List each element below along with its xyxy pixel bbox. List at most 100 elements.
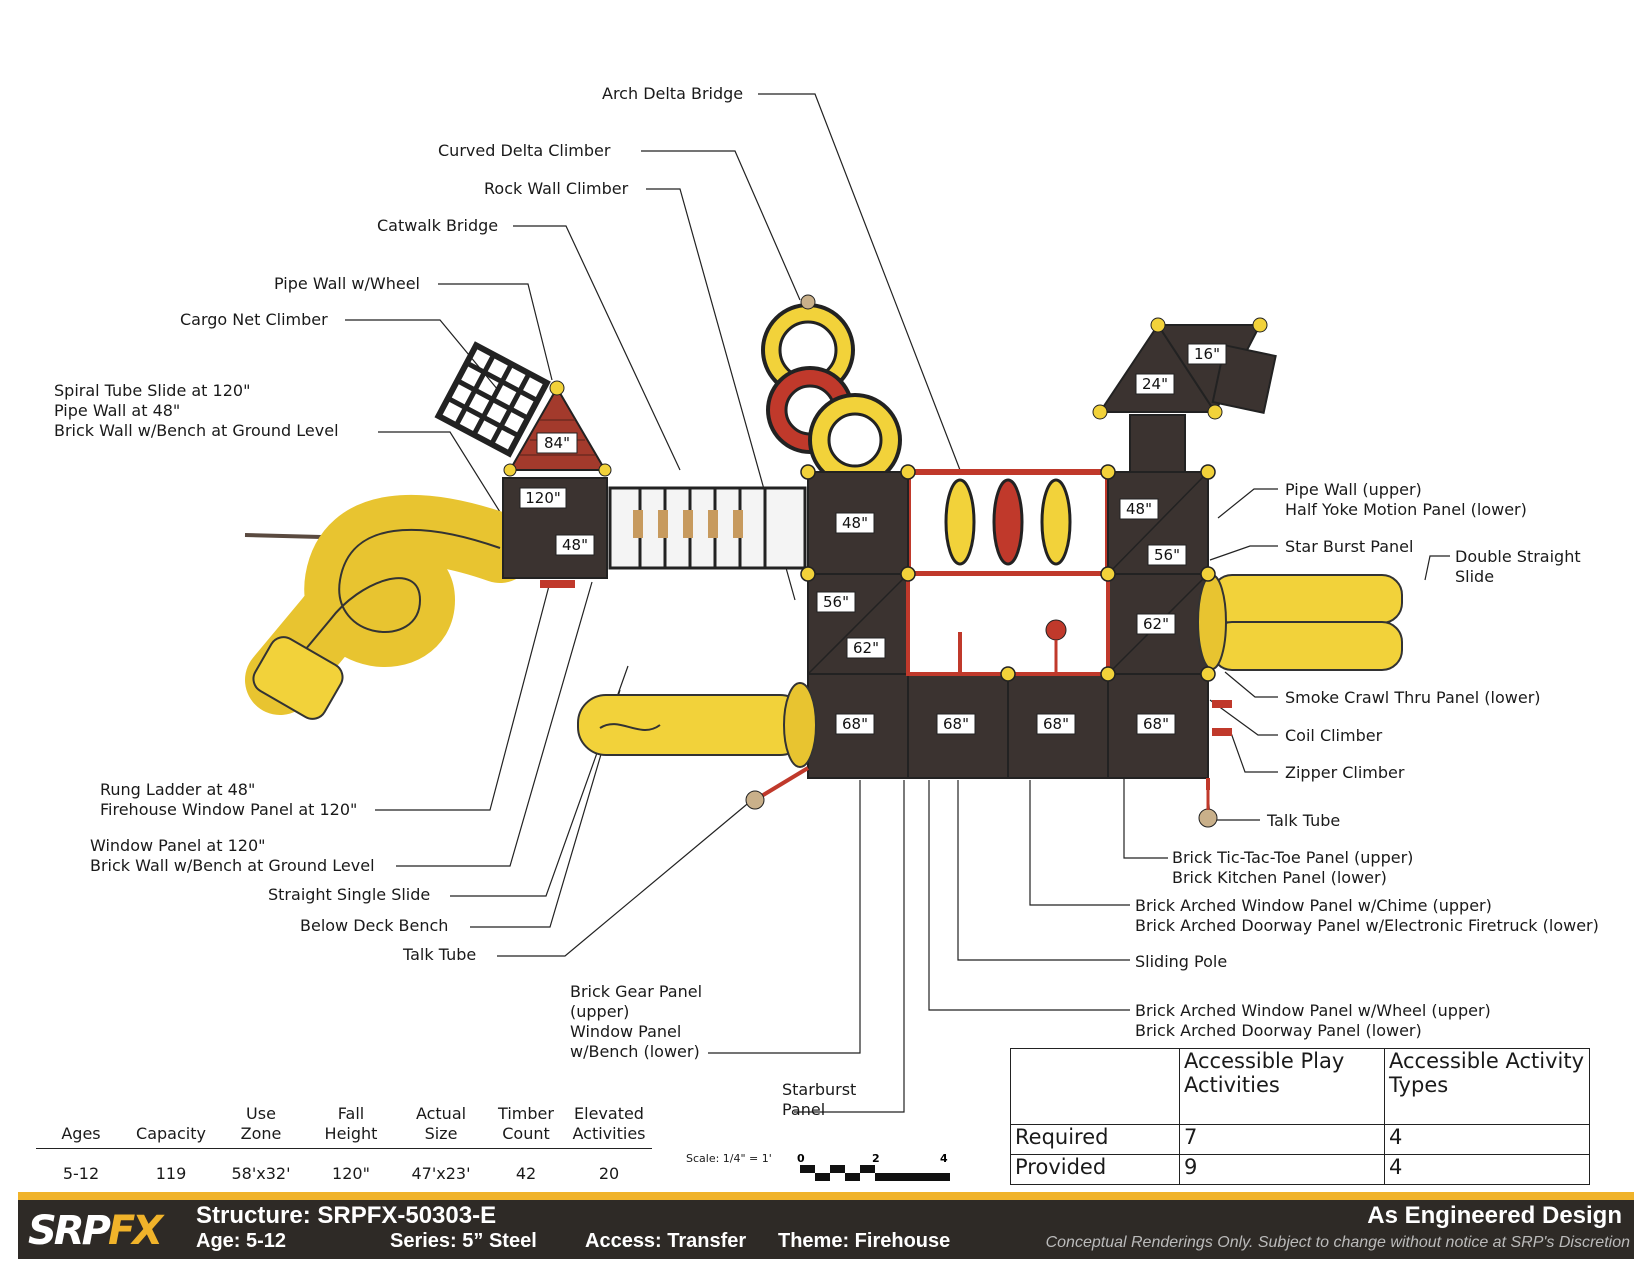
- stat-header-actual-size: Actual Size: [415, 1104, 467, 1143]
- label-double-slide-2: Slide: [1455, 567, 1495, 586]
- right-tower-roof: [1092, 317, 1277, 473]
- label-catwalk-bridge: Catwalk Bridge: [377, 216, 499, 235]
- label-rung-ladder-2: Firehouse Window Panel at 120": [100, 800, 358, 819]
- acc-row-provided-types: 4: [1384, 1154, 1590, 1185]
- straight-single-slide: [577, 682, 817, 768]
- label-spiral-slide-2: Pipe Wall at 48": [54, 401, 181, 420]
- label-starburst-1: Starburst: [782, 1080, 857, 1099]
- stat-capacity: 119: [155, 1164, 187, 1183]
- logo-srp: SRP: [28, 1208, 111, 1254]
- svg-text:24": 24": [1142, 375, 1168, 393]
- acc-header-types: Accessible Activity Types: [1384, 1048, 1590, 1125]
- srpfx-logo: SRPFX: [28, 1208, 163, 1254]
- svg-text:62": 62": [1143, 615, 1169, 633]
- tag-48-left: 48": [555, 534, 595, 556]
- stat-use-zone: 58'x32': [231, 1164, 291, 1183]
- stat-header-timber-count: Timber Count: [498, 1104, 554, 1143]
- label-pipe-wall-upper: Pipe Wall (upper): [1285, 480, 1422, 499]
- tag-68-3: 68": [1036, 713, 1076, 735]
- label-below-deck-bench: Below Deck Bench: [300, 916, 449, 935]
- label-coil-climber: Coil Climber: [1285, 726, 1383, 745]
- svg-text:48": 48": [842, 514, 868, 532]
- arch-delta-bridge: [905, 469, 1111, 577]
- stat-ages: 5-12: [62, 1164, 100, 1183]
- label-starburst-2: Panel: [782, 1100, 826, 1119]
- banner-access: Access: Transfer: [585, 1230, 747, 1252]
- svg-text:62": 62": [853, 639, 879, 657]
- svg-text:16": 16": [1194, 345, 1220, 363]
- tag-56-left: 56": [816, 591, 856, 613]
- scale-bar: 0 2 4: [797, 1152, 950, 1181]
- stat-elevated: 20: [598, 1164, 620, 1183]
- label-wheel-1: Brick Arched Window Panel w/Wheel (upper…: [1135, 1001, 1491, 1020]
- acc-row-provided-label: Provided: [1010, 1154, 1180, 1185]
- double-straight-slide: [1197, 574, 1403, 671]
- stats-divider: [36, 1148, 652, 1149]
- tag-16: 16": [1187, 343, 1227, 365]
- label-chime-2: Brick Arched Doorway Panel w/Electronic …: [1135, 916, 1599, 935]
- tag-68-4: 68": [1136, 713, 1176, 735]
- label-tictactoe-1: Brick Tic-Tac-Toe Panel (upper): [1172, 848, 1414, 867]
- acc-row-required-types: 4: [1384, 1124, 1590, 1155]
- label-star-burst-panel: Star Burst Panel: [1285, 537, 1414, 556]
- label-zipper-climber: Zipper Climber: [1285, 763, 1405, 782]
- label-brick-gear-4: w/Bench (lower): [570, 1042, 700, 1061]
- deck-height-tags: 84" 120" 48" 48" 56" 62" 68" 68" 68" 68"…: [519, 343, 1227, 735]
- logo-fx: FX: [107, 1208, 163, 1254]
- svg-text:68": 68": [1043, 715, 1069, 733]
- label-brick-gear-1: Brick Gear Panel: [570, 982, 703, 1001]
- label-rock-wall-climber: Rock Wall Climber: [484, 179, 629, 198]
- tag-68-2: 68": [936, 713, 976, 735]
- label-sliding-pole: Sliding Pole: [1135, 952, 1228, 971]
- svg-text:56": 56": [1154, 546, 1180, 564]
- label-double-slide-1: Double Straight: [1455, 547, 1581, 566]
- svg-text:68": 68": [943, 715, 969, 733]
- banner-theme: Theme: Firehouse: [778, 1230, 951, 1252]
- tag-120: 120": [519, 487, 567, 509]
- stat-timber-count: 42: [515, 1164, 537, 1183]
- tag-56-right: 56": [1147, 544, 1187, 566]
- stat-header-elevated: Elevated Activities: [572, 1104, 646, 1143]
- label-cargo-net-climber: Cargo Net Climber: [180, 310, 328, 329]
- label-straight-single-slide: Straight Single Slide: [268, 885, 431, 904]
- coil-zipper-climbers: [1212, 700, 1232, 736]
- svg-text:48": 48": [562, 536, 588, 554]
- scale-tick-2: 2: [872, 1152, 880, 1165]
- leader-lines: [345, 93, 1450, 1113]
- scale-tick-0: 0: [797, 1152, 805, 1165]
- stat-header-fall-height: Fall Height: [324, 1104, 378, 1143]
- banner-age: Age: 5-12: [196, 1230, 287, 1252]
- banner-series: Series: 5” Steel: [390, 1230, 537, 1252]
- label-talk-tube-right: Talk Tube: [1267, 811, 1341, 830]
- acc-header-play: Accessible Play Activities: [1179, 1048, 1385, 1125]
- acc-row-required-play: 7: [1179, 1124, 1385, 1155]
- talk-tube-right: [1198, 778, 1218, 828]
- tag-62-right: 62": [1136, 613, 1176, 635]
- svg-text:120": 120": [525, 489, 561, 507]
- svg-text:68": 68": [842, 715, 868, 733]
- label-talk-tube-left: Talk Tube: [403, 945, 477, 964]
- scale-tick-4: 4: [940, 1152, 948, 1165]
- tag-48-right: 48": [1119, 498, 1159, 520]
- label-smoke-crawl: Smoke Crawl Thru Panel (lower): [1285, 688, 1541, 707]
- post-caps: [800, 464, 1216, 682]
- scale-label: Scale: 1/4" = 1': [686, 1152, 772, 1165]
- talk-tube-left: [745, 766, 810, 810]
- curved-delta-climber: [761, 294, 902, 487]
- tag-24: 24": [1135, 373, 1175, 395]
- label-brick-gear-2: (upper): [570, 1002, 630, 1021]
- stat-actual-size: 47'x23': [411, 1164, 471, 1183]
- label-tictactoe-2: Brick Kitchen Panel (lower): [1172, 868, 1387, 887]
- structure-id: Structure: SRPFX-50303-E: [196, 1202, 497, 1229]
- label-chime-1: Brick Arched Window Panel w/Chime (upper…: [1135, 896, 1492, 915]
- open-center: [906, 572, 1110, 676]
- as-engineered-design: As Engineered Design: [1367, 1202, 1622, 1229]
- svg-text:68": 68": [1143, 715, 1169, 733]
- spiral-tube-slide: [244, 494, 535, 720]
- footer-banner: SRPFX Structure: SRPFX-50303-E Age: 5-12…: [18, 1192, 1634, 1259]
- acc-row-provided-play: 9: [1179, 1154, 1385, 1185]
- catwalk-bridge: [608, 486, 807, 570]
- label-arch-delta-bridge: Arch Delta Bridge: [602, 84, 744, 103]
- tag-84: 84": [536, 432, 578, 454]
